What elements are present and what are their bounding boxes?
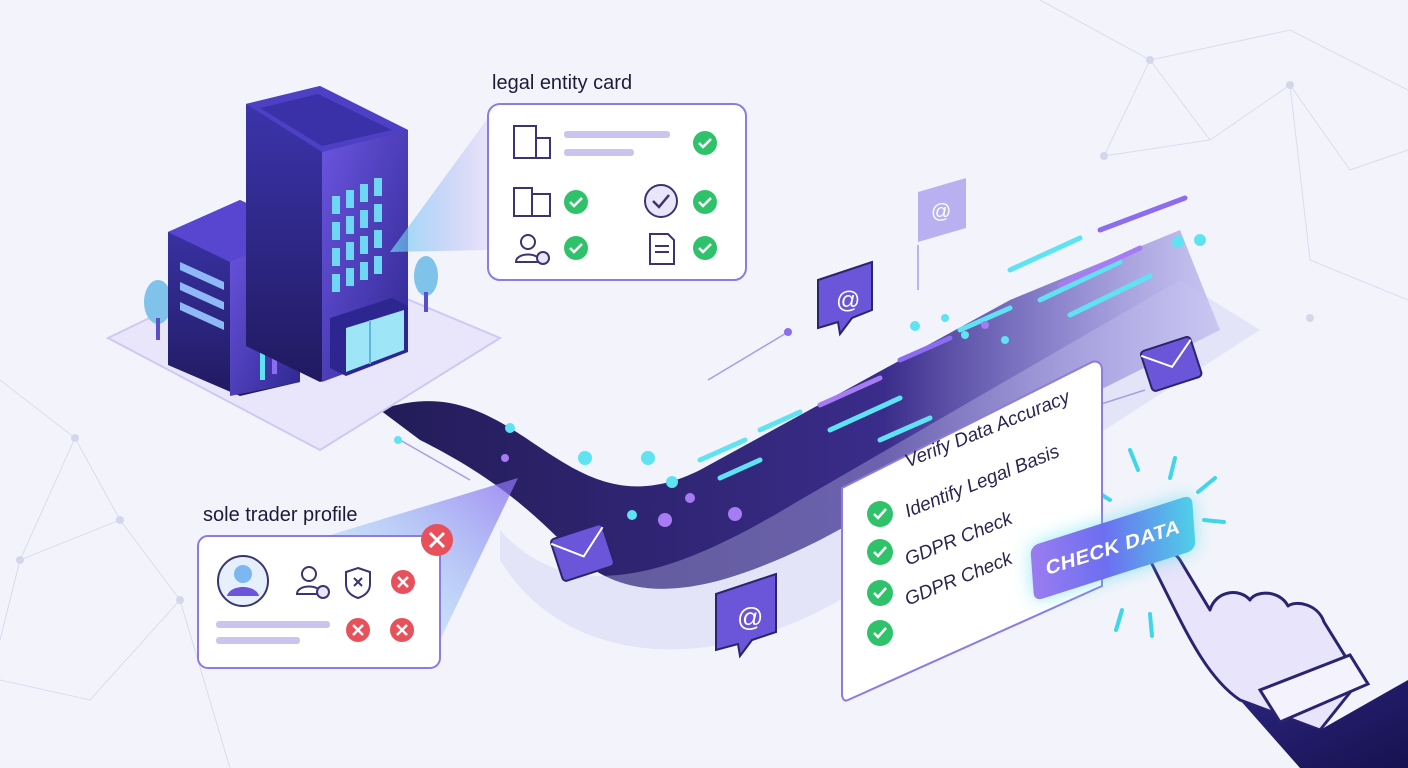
tree-icon xyxy=(144,256,438,340)
check-icon xyxy=(693,131,717,155)
check-icon xyxy=(564,190,588,214)
office-building-illustration xyxy=(168,86,408,396)
email-at-icon: @ xyxy=(817,260,873,337)
user-x-icon xyxy=(295,566,330,599)
shield-x-icon xyxy=(345,566,371,600)
data-streaks xyxy=(697,195,1188,481)
x-icon xyxy=(391,570,415,594)
connector-lines xyxy=(399,245,1146,481)
text-placeholder xyxy=(216,637,300,644)
svg-text:@: @ xyxy=(836,287,860,314)
check-icon xyxy=(867,501,893,527)
data-dots xyxy=(501,234,1206,527)
sole-trader-card xyxy=(197,524,453,669)
legal-entity-beam xyxy=(390,118,488,252)
office-building-icon xyxy=(513,125,551,159)
document-icon xyxy=(649,233,675,265)
legal-entity-card-label: legal entity card xyxy=(492,72,633,94)
checklist-panel xyxy=(841,360,1103,702)
check-icon xyxy=(564,236,588,260)
verified-badge-icon xyxy=(644,184,678,218)
envelope-icon xyxy=(1140,335,1203,392)
text-placeholder xyxy=(564,149,634,156)
checklist-checks xyxy=(867,501,893,646)
sole-trader-profile-label: sole trader profile xyxy=(203,504,358,526)
connector-node xyxy=(394,436,402,444)
text-placeholder xyxy=(564,131,670,138)
check-icon xyxy=(693,190,717,214)
check-icon xyxy=(867,580,893,606)
data-flow-road xyxy=(380,230,1220,589)
check-icon xyxy=(693,236,717,260)
legal-entity-card xyxy=(487,103,747,281)
email-at-icon: @ xyxy=(918,178,966,242)
check-icon xyxy=(867,620,893,646)
background-nodes xyxy=(16,56,1314,604)
connector-node xyxy=(784,328,792,336)
svg-text:@: @ xyxy=(931,201,951,223)
pointer-hand-icon xyxy=(1148,549,1408,768)
close-badge-icon xyxy=(421,524,453,556)
office-building-icon xyxy=(513,187,551,217)
text-placeholder xyxy=(216,621,330,628)
envelope-icon xyxy=(550,523,615,582)
user-check-icon xyxy=(514,234,550,265)
svg-text:@: @ xyxy=(737,602,763,632)
avatar-icon xyxy=(217,555,269,607)
email-at-icon: @ xyxy=(715,572,777,659)
check-icon xyxy=(867,539,893,565)
x-icon xyxy=(346,618,370,642)
x-icon xyxy=(390,618,414,642)
